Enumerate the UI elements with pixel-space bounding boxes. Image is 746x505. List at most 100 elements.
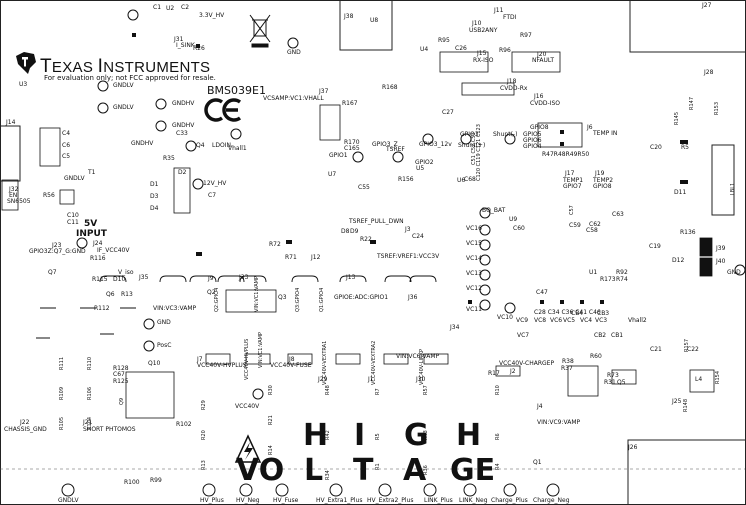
label-vin-vc9: VIN:VC9:VAMP bbox=[537, 419, 581, 426]
label-r153: R153 bbox=[714, 101, 720, 115]
ce-mark-icon bbox=[204, 98, 242, 122]
label-gnd-top: GND bbox=[287, 49, 301, 56]
label-r13b: R13 bbox=[201, 460, 207, 470]
label-j27: J27 bbox=[702, 2, 712, 9]
pad-label-hv-fuse: HV_Fuse bbox=[273, 497, 299, 504]
label-j11: J11 bbox=[494, 7, 504, 14]
voltage-part-vo: VO bbox=[236, 453, 285, 488]
label-vc5: VC5 bbox=[563, 317, 576, 324]
label-u6: U8 bbox=[370, 17, 379, 24]
label-c58: C58 bbox=[586, 227, 598, 234]
label-d9: D9 bbox=[350, 228, 359, 235]
label-c55: C55 bbox=[358, 184, 370, 191]
label-u5: U5 bbox=[416, 165, 425, 172]
label-q5: Q5 bbox=[617, 379, 626, 386]
label-c7: C7 bbox=[208, 192, 217, 199]
label-q1: Q1 bbox=[533, 459, 542, 466]
label-posc: PosC bbox=[157, 342, 172, 349]
label-j8: J8 bbox=[289, 356, 295, 363]
label-ldoin: LDOIN bbox=[212, 142, 231, 149]
label-r147: R147 bbox=[689, 96, 695, 110]
label-vc15: VC15 bbox=[466, 240, 482, 247]
voltage-part-ge: GE bbox=[450, 453, 496, 488]
label-r5: R5 bbox=[681, 144, 689, 151]
pad-label-hv-plus: HV_Plus bbox=[200, 497, 224, 504]
label-v-iso: V_iso bbox=[118, 269, 134, 276]
label-r48: R48 bbox=[325, 385, 331, 395]
label-u4: U4 bbox=[420, 46, 429, 53]
label-en: EN bbox=[9, 192, 18, 199]
label-u9: U9 bbox=[509, 216, 518, 223]
label-j14: J14 bbox=[6, 119, 16, 126]
label-r56: R56 bbox=[43, 192, 55, 199]
label-r7: R7 bbox=[375, 388, 381, 395]
label-q3: Q3 bbox=[278, 294, 287, 301]
label-short-phtomos: SHORT PHTOMOS bbox=[83, 426, 136, 433]
label-i-sink: I_SINK bbox=[176, 42, 195, 49]
label-vc4: VC4 bbox=[580, 317, 593, 324]
pad-label-charge-neg: Charge_Neg bbox=[533, 497, 570, 504]
label-c26: C26 bbox=[455, 45, 467, 52]
label-q10: Q10 bbox=[148, 360, 161, 367]
label-u2: U2 bbox=[166, 5, 175, 12]
label-vc13: VC13 bbox=[466, 270, 482, 277]
label-c67: C67 bbox=[113, 371, 125, 378]
label-j30: J30 bbox=[416, 376, 426, 383]
label-q7: Q7 bbox=[48, 269, 57, 276]
pad-label-charge-plus: Charge_Plus bbox=[491, 497, 528, 504]
label-j1: J1 bbox=[368, 376, 374, 383]
label-gndlv-1: GNDLV bbox=[113, 82, 134, 89]
label-r29: R29 bbox=[201, 400, 207, 410]
board-id: BMS039E1 bbox=[207, 84, 266, 97]
label-gndhv-3: GNDHV bbox=[131, 140, 154, 147]
label-q2: Q2 bbox=[207, 289, 216, 296]
label-j40: J40 bbox=[716, 258, 726, 265]
label-vc12: VC12 bbox=[466, 285, 482, 292]
label-r42: R42 bbox=[325, 430, 331, 440]
label-temp2: TEMP2 bbox=[593, 177, 614, 184]
label-r6: R6 bbox=[495, 433, 501, 440]
label-j39: J39 bbox=[716, 245, 726, 252]
label-r30: R30 bbox=[268, 385, 274, 395]
label-bq-bat: BQ_BAT bbox=[482, 207, 506, 214]
label-3v3-hv: 3.3V_HV bbox=[199, 12, 225, 19]
label-r109: R109 bbox=[59, 386, 65, 400]
label-r36: R36 bbox=[423, 465, 429, 475]
label-cb4: CB4 bbox=[571, 310, 584, 317]
label-vcc40v-hvplus-v: VCC40V-HVPLUS bbox=[244, 338, 250, 380]
label-gndlv-2: GNDLV bbox=[113, 104, 134, 111]
label-vcc40v-hvplus: VCC40V-HVPLUS bbox=[197, 362, 247, 369]
label-gnd-mid: GND bbox=[157, 319, 171, 326]
label-gpio3-z: GPIO3_Z bbox=[372, 141, 398, 148]
label-j12: J12 bbox=[311, 254, 321, 261]
label-r5b: R5 bbox=[375, 433, 381, 440]
label-gnd-right: GND bbox=[727, 269, 741, 276]
label-q6: Q6 bbox=[106, 291, 115, 298]
label-j28: J28 bbox=[704, 69, 714, 76]
pad-label-hv-extra2: HV_Extra2_Plus bbox=[367, 497, 414, 504]
label-r99: R99 bbox=[150, 477, 162, 484]
label-vc9: VC9 bbox=[516, 317, 529, 324]
label-gpio2: GPIO2 bbox=[415, 159, 434, 166]
high-letter-g: G bbox=[404, 418, 429, 453]
label-q1-gpio4: Q1:GPIO4 bbox=[319, 287, 325, 312]
label-vcc40v-vextra2: VCC40V-VEXTRA2 bbox=[371, 340, 377, 385]
label-j37: J37 bbox=[319, 88, 329, 95]
label-j4: J4 bbox=[537, 403, 543, 410]
label-r100: R100 bbox=[124, 479, 140, 486]
label-sh-minus: Shunt(-) bbox=[493, 131, 518, 138]
label-c24: C24 bbox=[412, 233, 424, 240]
label-c68: C68 bbox=[464, 176, 476, 183]
label-gpio-gnd: GPIO3Z:Q7_G:GND bbox=[29, 248, 86, 255]
label-r74: R74 bbox=[616, 276, 628, 283]
label-r35: R35 bbox=[163, 155, 175, 162]
voltage-letter-t: T bbox=[353, 453, 374, 488]
label-c28: C28 C34 C36 C41 C46 bbox=[534, 309, 601, 316]
label-q4: Q4 bbox=[196, 142, 205, 149]
label-vcc40v-fuse: VCC40V-FUSE bbox=[270, 362, 312, 369]
eval-notice: For evaluation only; not FCC approved fo… bbox=[44, 74, 216, 82]
label-r128: R128 bbox=[113, 365, 129, 372]
label-tsref: TSREF bbox=[386, 146, 405, 153]
label-j19: J19 bbox=[595, 170, 605, 177]
